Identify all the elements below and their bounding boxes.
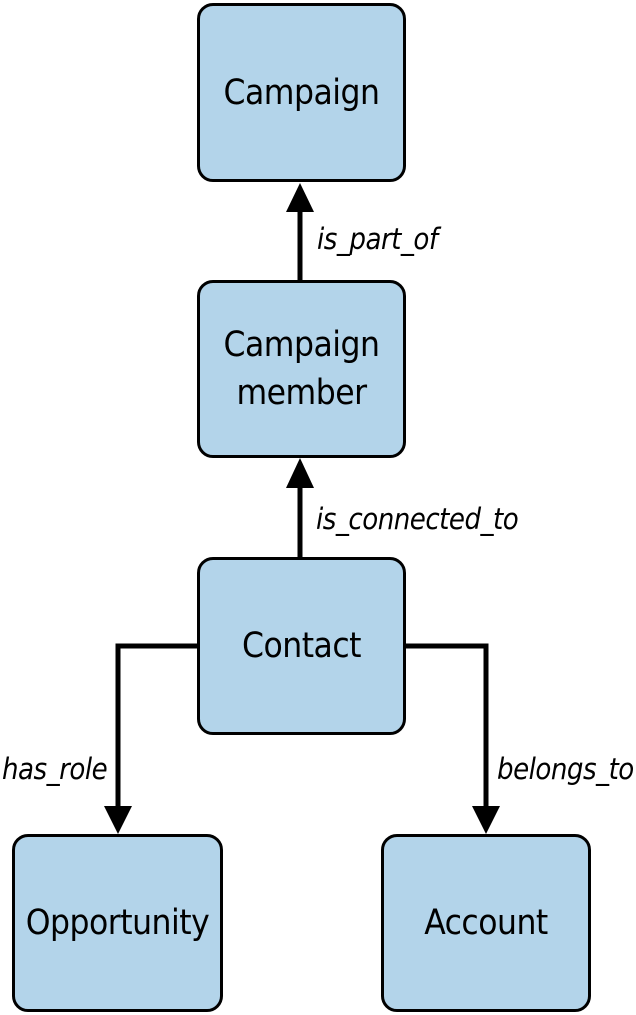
edge-has-role: [104, 643, 198, 834]
edge-label-belongs-to: belongs_to: [497, 752, 634, 786]
edge-is-connected-to: [286, 458, 314, 557]
edge-belongs-to: [404, 643, 500, 834]
node-campaign: Campaign: [197, 3, 406, 182]
node-account: Account: [381, 834, 591, 1012]
arrow-down-icon: [472, 806, 500, 834]
edge-label-is-part-of: is_part_of: [317, 222, 438, 256]
node-opportunity: Opportunity: [12, 834, 223, 1012]
edge-line: [115, 643, 198, 806]
node-contact: Contact: [197, 557, 406, 735]
arrow-up-icon: [286, 183, 314, 212]
node-campaign-member: Campaign member: [197, 280, 406, 458]
edge-is-part-of: [286, 183, 314, 280]
arrow-down-icon: [104, 806, 132, 834]
edge-label-is-connected-to: is_connected_to: [316, 502, 519, 536]
edge-label-has-role: has_role: [2, 752, 108, 786]
arrow-up-icon: [286, 458, 314, 488]
edge-line: [404, 643, 489, 806]
